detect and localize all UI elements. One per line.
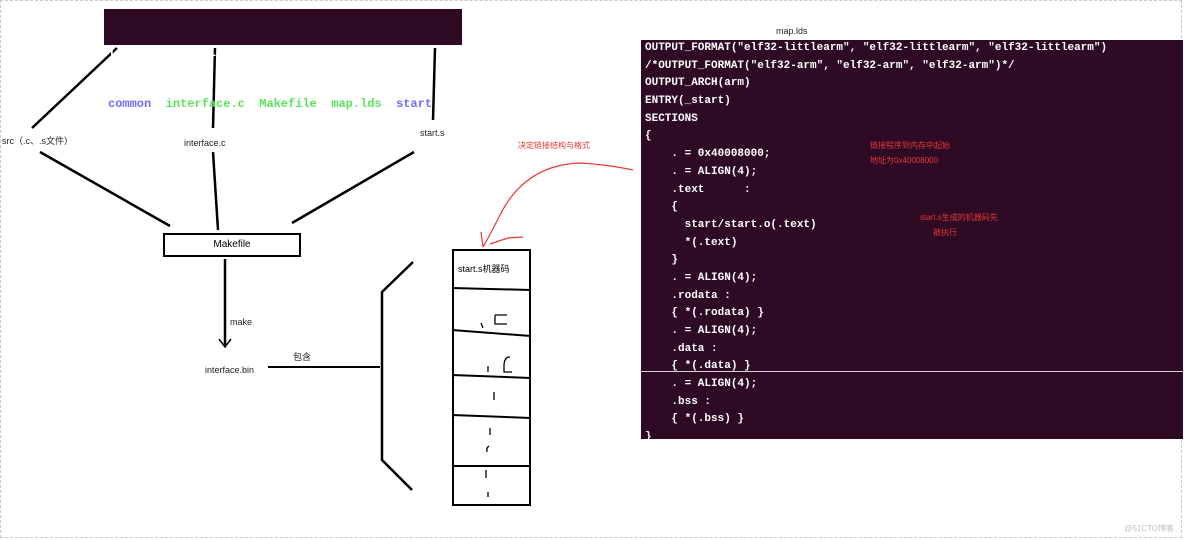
scribble bbox=[494, 314, 507, 325]
lds-line: .rodata : bbox=[645, 289, 731, 302]
map-lds-title: map.lds bbox=[776, 26, 808, 36]
terminal-window: linux@linux:~/linux_4412/ARM/KEY-INTR$ l… bbox=[104, 9, 462, 111]
lds-line: } bbox=[645, 431, 652, 439]
lds-line: .text : bbox=[645, 183, 751, 196]
connector-src bbox=[31, 47, 118, 129]
lds-line: /*OUTPUT_FORMAT("elf32-arm", "elf32-arm"… bbox=[645, 59, 1015, 72]
editor-divider bbox=[641, 371, 1183, 372]
lds-line: SECTIONS bbox=[645, 112, 698, 125]
lds-line: .bss : bbox=[645, 395, 712, 408]
lds-line: OUTPUT_FORMAT("elf32-littlearm", "elf32-… bbox=[645, 42, 1108, 54]
connector-src-makefile bbox=[39, 150, 171, 228]
lds-line: start/start.o(.text) bbox=[645, 218, 817, 231]
contains-bracket bbox=[380, 261, 414, 491]
label-start-s: start.s bbox=[420, 128, 445, 138]
lds-line: { *(.data) } bbox=[645, 360, 751, 373]
annotation-start-first-1: start.s生成的机器码先 bbox=[920, 213, 998, 222]
scribble bbox=[486, 445, 490, 453]
red-arrow-head bbox=[489, 236, 524, 245]
memory-box bbox=[452, 249, 531, 506]
lds-line: { bbox=[645, 130, 652, 143]
label-interface-c: interface.c bbox=[184, 138, 226, 148]
map-lds-editor: OUTPUT_FORMAT("elf32-littlearm", "elf32-… bbox=[641, 40, 1183, 439]
label-interface-bin: interface.bin bbox=[205, 365, 255, 375]
annotation-start-first-2: 被执行 bbox=[933, 228, 957, 237]
lds-line: . = ALIGN(4); bbox=[645, 165, 758, 178]
lds-line: . = ALIGN(4); bbox=[645, 378, 758, 391]
mem-divider bbox=[451, 414, 532, 419]
lds-line: { bbox=[645, 201, 679, 214]
label-make: make bbox=[230, 317, 253, 327]
mem-divider bbox=[451, 287, 532, 291]
connector-interface bbox=[211, 47, 217, 129]
scribble bbox=[480, 322, 484, 329]
watermark: @51CTO博客 bbox=[1124, 524, 1174, 533]
lds-line: . = ALIGN(4); bbox=[645, 271, 758, 284]
connector-start bbox=[431, 47, 437, 121]
annotation-link-addr-1: 链接程序到内存中起始 bbox=[870, 141, 950, 150]
lds-line: { *(.bss) } bbox=[645, 413, 745, 426]
red-curve-arrow bbox=[482, 162, 634, 248]
make-arrow-icon bbox=[218, 338, 232, 349]
file-common: common bbox=[108, 97, 152, 111]
lds-line: OUTPUT_ARCH(arm) bbox=[645, 77, 751, 90]
lds-line: *(.text) bbox=[645, 236, 738, 249]
lds-line: . = 0x40008000; bbox=[645, 148, 771, 161]
file-makefile: Makefile bbox=[259, 97, 317, 111]
annotation-link-addr-2: 地址为0x40008000 bbox=[870, 156, 939, 165]
file-interface-c: interface.c bbox=[165, 97, 245, 111]
connector-interface-makefile bbox=[211, 151, 220, 231]
lds-line: { *(.rodata) } bbox=[645, 307, 764, 320]
file-start: start bbox=[396, 97, 433, 111]
terminal-prompt: linux@linux:~/linux_4412/ARM/KEY-INTR$ l… bbox=[108, 46, 404, 60]
makefile-box: Makefile bbox=[163, 233, 301, 257]
scribble bbox=[503, 356, 512, 373]
label-contains: 包含 bbox=[293, 352, 312, 362]
connector-start-makefile bbox=[291, 150, 415, 225]
terminal-listing: common interface.c Makefile map.lds star… bbox=[108, 96, 458, 113]
file-map-lds: map.lds bbox=[331, 97, 382, 111]
lds-line: . = ALIGN(4); bbox=[645, 325, 758, 337]
label-start-machine-code: start.s机器码 bbox=[458, 264, 510, 274]
lds-line: .data : bbox=[645, 342, 718, 355]
lds-line: } bbox=[645, 254, 679, 267]
red-arrow-head bbox=[480, 231, 484, 248]
annotation-decides-structure: 决定链接结构与格式 bbox=[518, 141, 590, 150]
mem-divider bbox=[451, 374, 532, 379]
lds-line: ENTRY(_start) bbox=[645, 95, 731, 108]
label-src: src（.c、.s文件） bbox=[2, 136, 73, 146]
mem-divider bbox=[451, 329, 532, 337]
